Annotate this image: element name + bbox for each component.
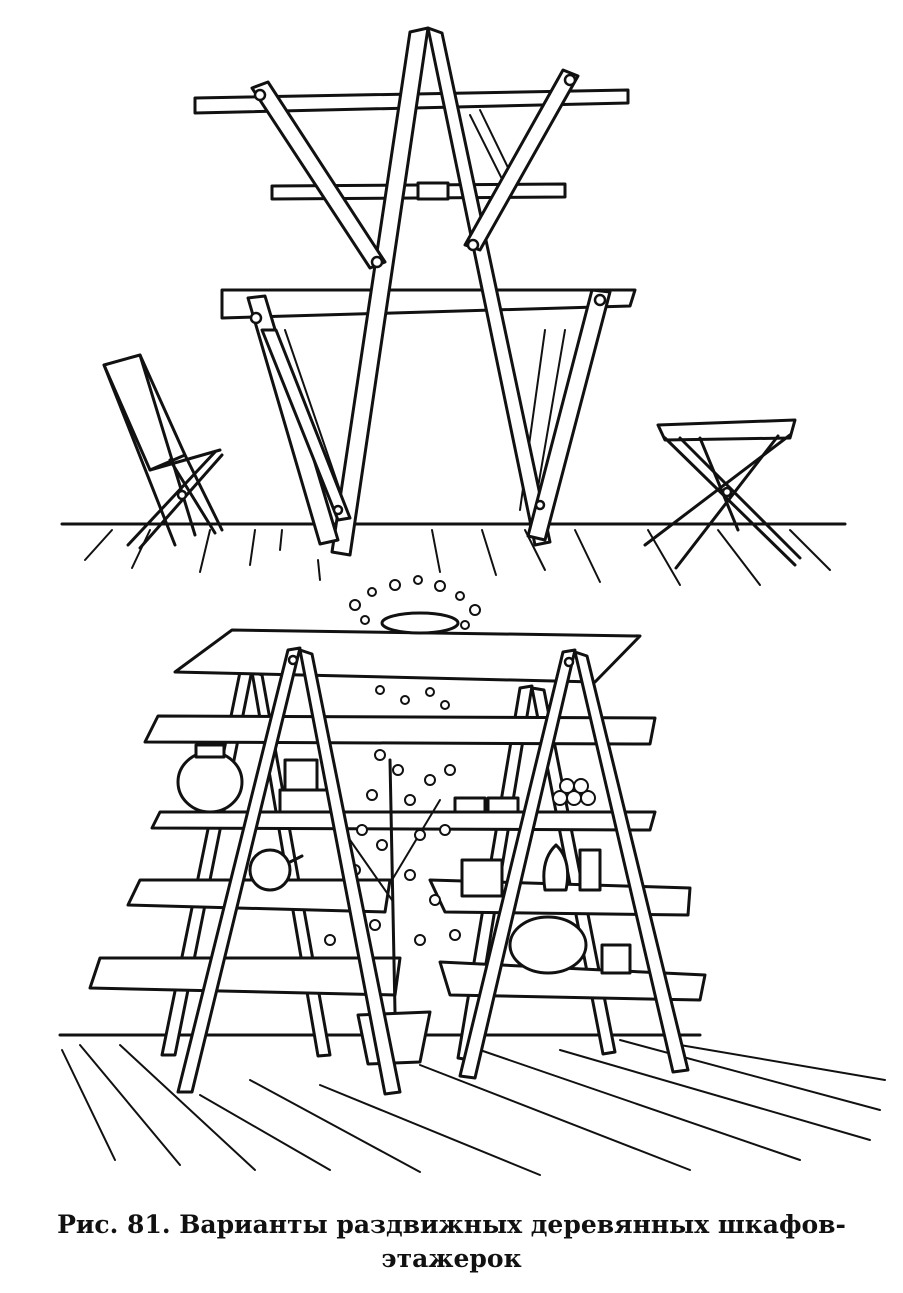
- figure-caption: Рис. 81. Варианты раздвижных деревянных …: [0, 1208, 903, 1276]
- folding-stool: [643, 418, 802, 570]
- top-floor: [60, 522, 847, 586]
- folding-chair: [102, 353, 224, 550]
- folding-wall-shelf: [193, 26, 637, 557]
- caption-line-2: этажерок: [381, 1244, 522, 1273]
- caption-line-1: Рис. 81. Варианты раздвижных деревянных …: [57, 1210, 846, 1239]
- a-frame-shelving: [88, 575, 707, 1096]
